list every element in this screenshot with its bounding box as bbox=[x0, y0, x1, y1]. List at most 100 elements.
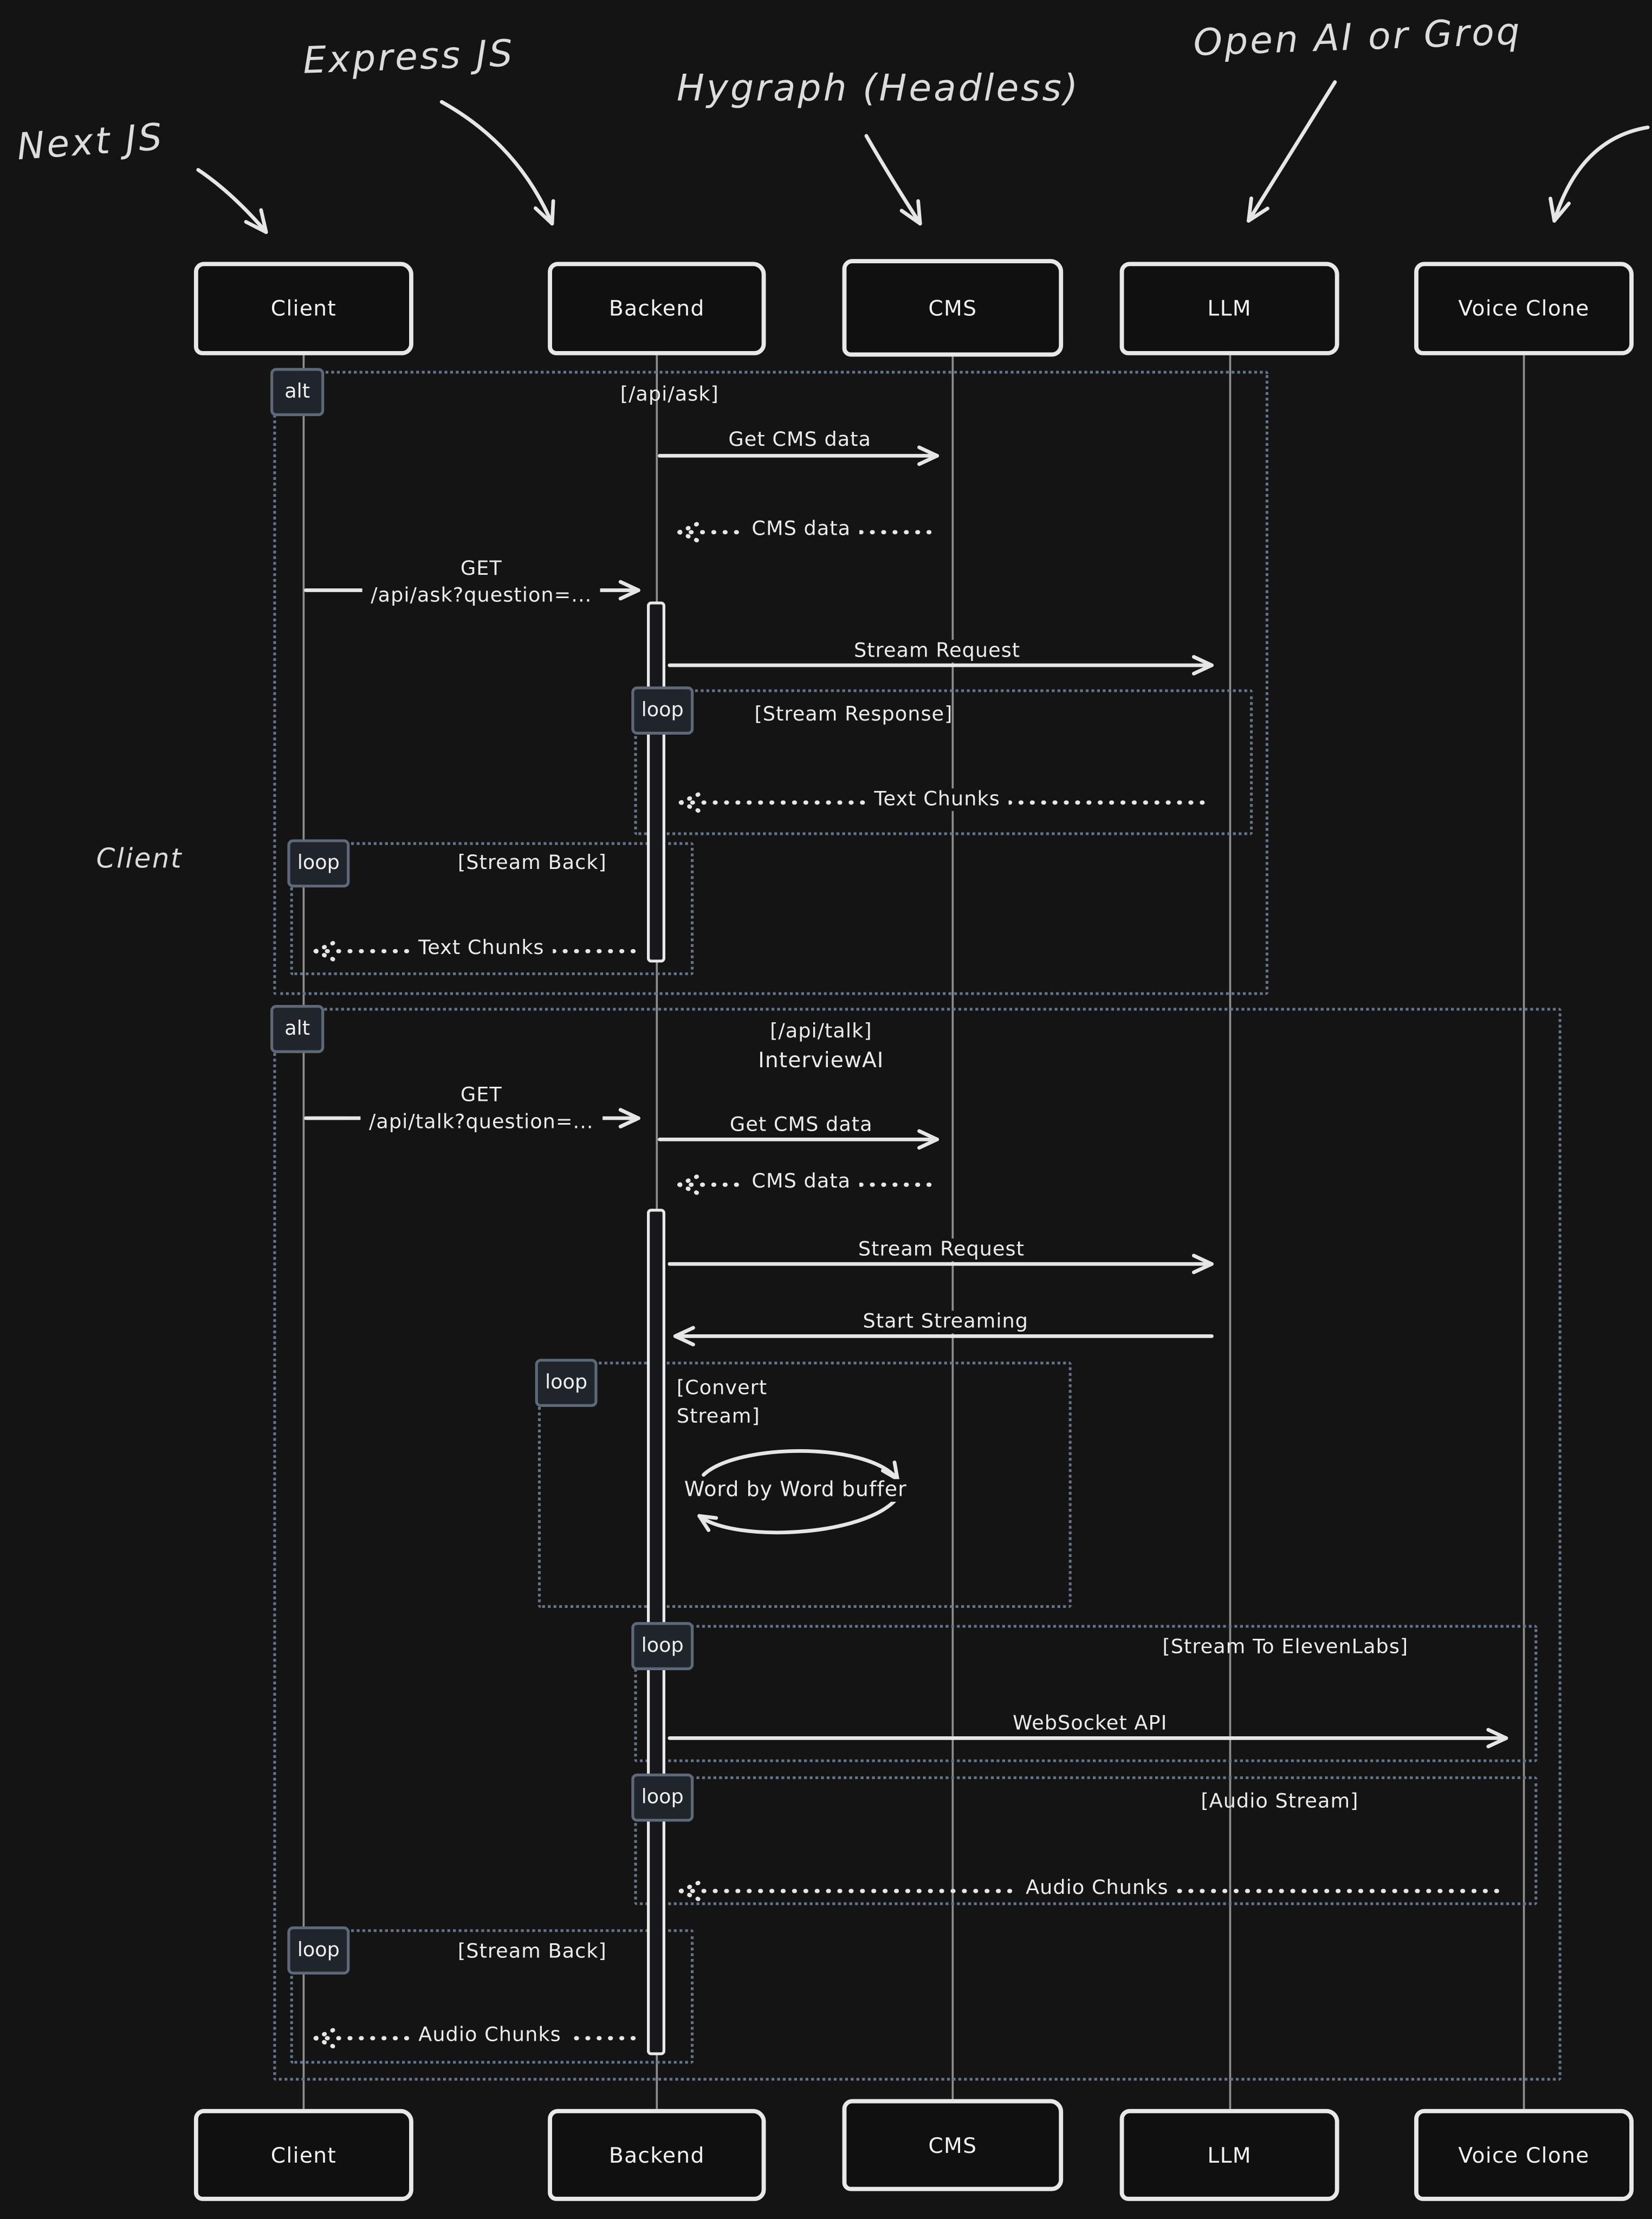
msg-websocket-api: WebSocket API bbox=[1004, 1712, 1176, 1736]
badge-loop-stream-to-elevenlabs: loop bbox=[631, 1622, 694, 1670]
msg-get-cms-data-1: Get CMS data bbox=[720, 429, 880, 452]
arrow-stream-request-1-head-1 bbox=[1191, 655, 1214, 667]
msg-get-api-ask-line1: GET bbox=[460, 557, 502, 581]
actor-top-backend-label: Backend bbox=[608, 296, 705, 322]
msg-text-chunks-2: Text Chunks bbox=[410, 937, 553, 960]
msg-word-by-word-buffer: Word by Word buffer bbox=[676, 1479, 916, 1502]
arrow-get-cms-data-2-head-1 bbox=[917, 1129, 940, 1141]
frame-loop-audio-stream bbox=[634, 1776, 1538, 1905]
msg-get-api-talk: GET /api/talk?question=... bbox=[360, 1082, 603, 1137]
msg-get-api-talk-line1: GET bbox=[460, 1084, 502, 1107]
arrow-text-chunks-1-head-1 bbox=[678, 800, 701, 813]
arrow-get-api-ask-head-0 bbox=[618, 588, 640, 601]
annotation-client-note: Client bbox=[96, 844, 183, 875]
arrow-start-streaming-head-0 bbox=[673, 1326, 695, 1338]
cycle-arrow-top-head-0 bbox=[880, 1469, 899, 1481]
frame-title-api-talk: [/api/talk] bbox=[770, 1020, 872, 1043]
arrow-text-chunks-2-head-0 bbox=[313, 940, 336, 953]
frame-loop-convert-stream bbox=[537, 1361, 1072, 1608]
arrow-cms-data-1-head-0 bbox=[677, 521, 700, 535]
frame-title-api-ask: [/api/ask] bbox=[620, 384, 719, 406]
actor-top-backend: Backend bbox=[548, 262, 766, 355]
frame-loop-stream-back-2 bbox=[290, 1929, 694, 2064]
frame-loop-stream-back-1 bbox=[290, 842, 694, 976]
arrow-text-chunks-2-head-1 bbox=[313, 949, 336, 962]
msg-stream-request-2: Stream Request bbox=[850, 1238, 1033, 1261]
annotation-hygraph: Hygraph (Headless) bbox=[676, 68, 1080, 111]
annot-arrow-hygraph bbox=[864, 134, 922, 226]
actor-bottom-client: Client bbox=[193, 2108, 413, 2201]
actor-bottom-backend-label: Backend bbox=[608, 2142, 705, 2168]
arrow-websocket-api-head-1 bbox=[1486, 1728, 1508, 1740]
arrow-get-api-ask-head-1 bbox=[618, 580, 640, 592]
annot-arrow-openai-groq-head-1 bbox=[1247, 206, 1269, 223]
frame-subtitle-interview-ai: InterviewAI bbox=[758, 1047, 884, 1073]
annot-arrow-hygraph-head-1 bbox=[916, 199, 922, 226]
actor-top-llm: LLM bbox=[1119, 262, 1339, 355]
msg-cms-data-1: CMS data bbox=[743, 518, 859, 541]
arrow-start-streaming-head-1 bbox=[673, 1334, 695, 1347]
annot-arrow-express-js-head-1 bbox=[550, 199, 555, 226]
frame-loop-stream-response bbox=[634, 689, 1253, 835]
arrow-audio-chunks-1-head-1 bbox=[678, 1889, 701, 1902]
annot-arrow-express-js-head-0 bbox=[533, 206, 554, 226]
arrow-get-cms-data-1-head-0 bbox=[917, 453, 940, 466]
annot-arrow-voice-clone bbox=[1552, 125, 1650, 223]
arrow-stream-request-1-head-0 bbox=[1191, 663, 1214, 676]
frame-title-stream-back-1: [Stream Back] bbox=[457, 852, 607, 875]
arrow-get-api-talk-head-1 bbox=[618, 1108, 640, 1120]
arrow-get-cms-data-1-head-1 bbox=[917, 445, 940, 458]
arrow-audio-chunks-1-head-0 bbox=[678, 1880, 701, 1893]
arrow-audio-chunks-2-head-1 bbox=[313, 2036, 336, 2049]
actor-top-client-label: Client bbox=[270, 296, 337, 322]
annot-arrow-next-js bbox=[196, 168, 268, 234]
badge-loop-stream-response: loop bbox=[631, 686, 694, 735]
arrow-audio-chunks-2-head-0 bbox=[313, 2027, 336, 2041]
actor-top-client: Client bbox=[193, 262, 413, 355]
annot-arrow-voice-clone-head-1 bbox=[1552, 202, 1571, 223]
activation-bar-backend-1 bbox=[647, 601, 665, 963]
arrow-cms-data-2-head-1 bbox=[677, 1182, 700, 1196]
msg-audio-chunks-2: Audio Chunks bbox=[410, 2024, 570, 2047]
badge-alt-1: alt bbox=[270, 368, 325, 417]
cycle-arrow-bottom bbox=[697, 1495, 899, 1535]
msg-get-api-talk-line2: /api/talk?question=... bbox=[369, 1111, 594, 1134]
msg-get-cms-data-2: Get CMS data bbox=[721, 1114, 882, 1137]
actor-top-voice-clone-label: Voice Clone bbox=[1458, 296, 1590, 322]
frame-title-convert-line2: Stream] bbox=[676, 1406, 760, 1429]
msg-start-streaming: Start Streaming bbox=[854, 1310, 1037, 1334]
frame-title-stream-response: [Stream Response] bbox=[754, 703, 953, 726]
badge-loop-convert-stream: loop bbox=[535, 1359, 598, 1407]
msg-stream-request-1: Stream Request bbox=[845, 639, 1029, 663]
actor-bottom-voice-clone-label: Voice Clone bbox=[1458, 2142, 1590, 2168]
frame-alt-api-ask bbox=[273, 371, 1268, 995]
frame-title-stream-back-2: [Stream Back] bbox=[457, 1941, 607, 1963]
actor-bottom-backend: Backend bbox=[548, 2108, 766, 2201]
actor-bottom-client-label: Client bbox=[270, 2142, 337, 2168]
frame-title-convert-line1: [Convert bbox=[676, 1377, 768, 1400]
arrow-cms-data-2-head-0 bbox=[677, 1174, 700, 1187]
arrow-text-chunks-1-head-0 bbox=[678, 792, 701, 805]
actor-top-llm-label: LLM bbox=[1207, 296, 1252, 322]
actor-bottom-llm-label: LLM bbox=[1207, 2142, 1252, 2168]
cycle-arrow-bottom-head-1 bbox=[697, 1514, 711, 1532]
msg-get-api-ask: GET /api/ask?question=... bbox=[362, 556, 601, 610]
msg-get-api-ask-line2: /api/ask?question=... bbox=[371, 584, 592, 607]
annot-arrow-voice-clone-head-0 bbox=[1549, 197, 1557, 223]
msg-cms-data-2: CMS data bbox=[743, 1170, 859, 1193]
msg-text-chunks-1: Text Chunks bbox=[865, 788, 1009, 812]
arrow-stream-request-2-head-1 bbox=[1191, 1254, 1214, 1266]
frame-alt-api-talk bbox=[273, 1008, 1562, 2081]
actor-bottom-cms: CMS bbox=[842, 2099, 1064, 2191]
annotation-express-js: Express JS bbox=[302, 33, 516, 83]
actor-top-cms-label: CMS bbox=[928, 295, 977, 321]
annot-arrow-express-js bbox=[439, 100, 554, 226]
badge-loop-stream-back-2: loop bbox=[287, 1926, 350, 1975]
badge-loop-audio-stream: loop bbox=[631, 1773, 694, 1822]
arrow-get-api-talk-head-0 bbox=[618, 1116, 640, 1128]
frame-title-audio-stream: [Audio Stream] bbox=[1201, 1790, 1359, 1813]
annot-arrow-openai-groq bbox=[1247, 80, 1337, 223]
arrow-get-cms-data-2-head-0 bbox=[917, 1137, 940, 1150]
actor-bottom-llm: LLM bbox=[1119, 2108, 1339, 2201]
